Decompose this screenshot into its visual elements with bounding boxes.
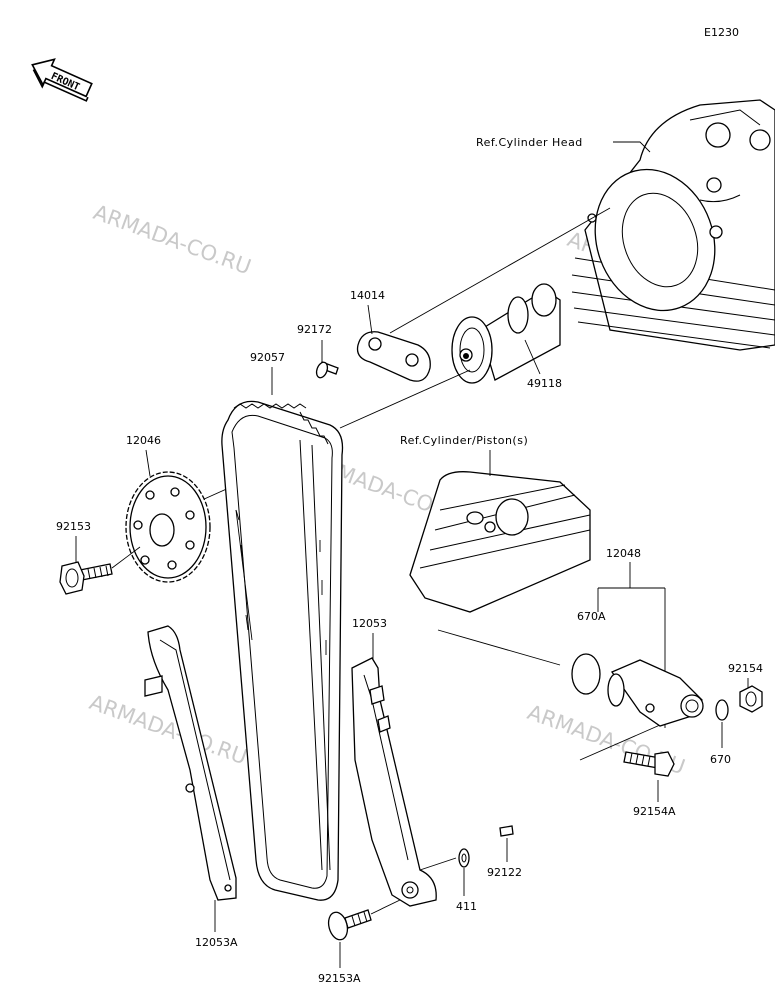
label-14014: 14014 (350, 289, 385, 302)
leader-cylinder-head (613, 141, 651, 153)
label-49118: 49118 (527, 377, 562, 390)
washer-411 (458, 848, 470, 868)
label-670a: 670A (577, 610, 606, 623)
label-12053a: 12053A (195, 936, 238, 949)
leader-12046 (145, 449, 151, 477)
cylinder-head (571, 99, 775, 351)
watermark-1: ARMADA-CO.RU (90, 200, 254, 279)
label-92153: 92153 (56, 520, 91, 533)
label-670: 670 (710, 753, 731, 766)
leader-49118 (524, 339, 541, 375)
chain-links (233, 403, 329, 445)
label-12048: 12048 (606, 547, 641, 560)
bolt-92154a (623, 751, 675, 777)
ref-cylinder-head: Ref.Cylinder Head (476, 136, 583, 149)
bracket-12048 (597, 562, 666, 728)
label-92154: 92154 (728, 662, 763, 675)
label-411: 411 (456, 900, 477, 913)
leader-14014 (367, 304, 373, 335)
watermark-4: ARMADA-CO.RU (86, 690, 250, 769)
cylinder-piston (409, 471, 591, 613)
o-ring-670 (715, 699, 729, 721)
label-12053: 12053 (352, 617, 387, 630)
align-line-bolt (111, 546, 141, 569)
bolt-92153a (327, 909, 372, 941)
cam-chain-92057 (221, 400, 344, 901)
align-line-7 (370, 899, 401, 915)
front-arrow-icon: FRONT (31, 58, 93, 102)
label-92154a: 92154A (633, 805, 676, 818)
bolt-92153 (59, 561, 113, 595)
align-line-1 (339, 369, 471, 429)
label-12046: 12046 (126, 434, 161, 447)
label-92153a: 92153A (318, 972, 361, 985)
label-92057: 92057 (250, 351, 285, 364)
label-92172: 92172 (297, 323, 332, 336)
camshaft-49118 (451, 283, 561, 384)
ref-cylinder-piston: Ref.Cylinder/Piston(s) (400, 434, 528, 447)
plate-14014 (356, 331, 431, 382)
cap-bolt-92154 (739, 685, 763, 713)
pin-92122 (499, 825, 514, 837)
label-92122: 92122 (487, 866, 522, 879)
align-line-5 (579, 724, 661, 761)
o-ring-670a (571, 653, 601, 695)
guide-12053a (144, 625, 237, 901)
align-line-6 (419, 857, 457, 871)
screw-92172 (315, 361, 339, 379)
align-line-4 (437, 629, 561, 666)
diagram-code: E1230 (704, 26, 739, 39)
guide-12053 (351, 657, 437, 907)
sprocket-12046 (125, 471, 211, 583)
align-line-2 (389, 207, 611, 334)
tensioner-12048 (607, 659, 704, 727)
